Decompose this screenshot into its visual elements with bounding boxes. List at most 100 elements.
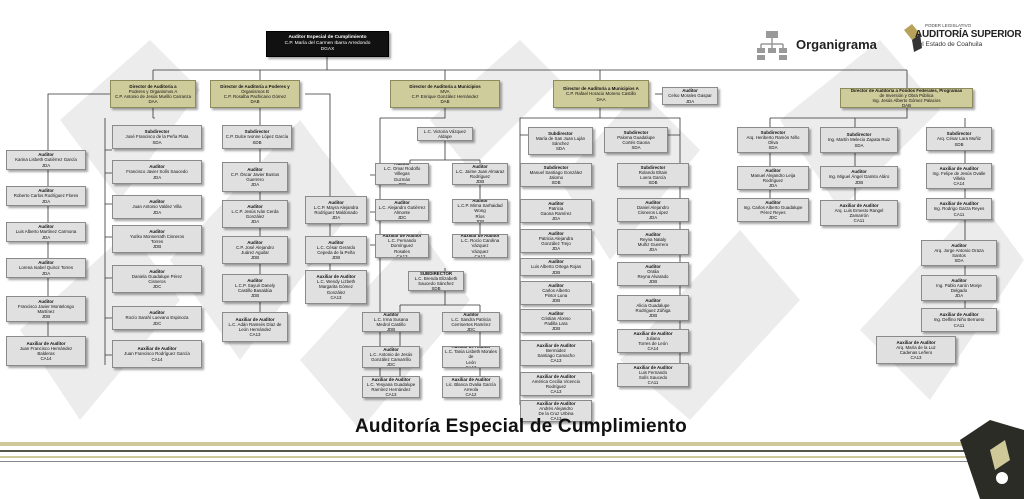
- node-name: Rodríguez Zúñiga: [635, 308, 671, 313]
- node-role: Auditor: [851, 169, 867, 175]
- node-code: DAB: [901, 103, 912, 108]
- node-role: Auditor: [38, 260, 54, 266]
- node-role: Auditor: [38, 152, 54, 158]
- node-name: Reyna Alvarado: [637, 274, 669, 279]
- node-code: JDA: [41, 234, 51, 240]
- node-role: Auditor: [328, 199, 344, 205]
- node-name: Cisneros López: [637, 210, 669, 215]
- node-role: Auditor: [951, 242, 967, 248]
- node-role: Auxiliar de Auditor: [896, 339, 936, 345]
- node-code: JDB: [397, 181, 407, 185]
- node-name: Jalomo: [548, 175, 564, 180]
- node-role: Auxiliar de Auditor: [536, 400, 576, 406]
- node-role: Auditor: [38, 224, 54, 230]
- node-name: Cadenas Leñero: [899, 350, 933, 355]
- node-role: Auxiliar de Auditor: [536, 342, 576, 348]
- node-code: DAA: [148, 99, 158, 105]
- node-role: Auditor: [472, 163, 488, 169]
- node-code: CA13: [550, 358, 562, 364]
- node-code: DGAX: [320, 46, 335, 52]
- node-name: Arq. Luis Ernesto Rangel: [834, 207, 884, 213]
- node-name: C.P. Antonio de Jesús Murillo Carranza: [114, 94, 192, 99]
- stripe-3: [0, 456, 1024, 458]
- node-name: L.C. Omar Rodolfo Villegas: [383, 166, 421, 177]
- node-code: JDB: [551, 326, 561, 332]
- asf-state: del Estado de Coahuila: [915, 41, 983, 48]
- node-name: L.C. Sandra Patricia: [451, 316, 491, 322]
- node-code: DAB: [440, 99, 450, 105]
- node-role: Auditor: [472, 199, 488, 203]
- node-role: Auxiliar de Auditor: [939, 201, 979, 207]
- node-code: JDB: [854, 179, 864, 185]
- node-name: C.P. Rafael Horacio Moreno Castillo: [566, 91, 636, 97]
- node-code: JDB: [250, 293, 260, 299]
- node-name: L.C. César Gerardo: [316, 244, 356, 250]
- node-role: Director de Auditoría a Fondos Federales…: [850, 88, 963, 93]
- node-role: Auditor: [149, 310, 165, 316]
- node-name: L.C. Irma Susana: [373, 316, 409, 322]
- node-code: CA11: [853, 218, 865, 224]
- node-code: JDB: [331, 255, 341, 261]
- node-name: Ing. Martín Melecio Zapata Ruiz: [827, 137, 891, 143]
- node-name: María de San Juan Luján: [535, 135, 586, 141]
- node-code: SDA: [854, 142, 864, 148]
- node-name: L.C.P. Mirna Sarhaidad Wong: [457, 203, 503, 214]
- node-name: Cisneros: [148, 279, 166, 284]
- node-name: Ing. Rodrigo Garza Reyes: [933, 206, 985, 212]
- node-role: Auditor: [38, 298, 54, 304]
- node-code: CA12: [474, 253, 486, 258]
- node-name: Ramírez Hernández: [371, 387, 411, 392]
- node-code: JDA: [250, 219, 260, 225]
- node-code: SDB: [954, 141, 964, 147]
- node-role: Auxiliar de Auditor: [26, 340, 66, 346]
- node-name: Francisco Javier Montelongo: [17, 303, 75, 309]
- node-code: SDA: [631, 145, 641, 151]
- node-role: Auditor: [383, 346, 399, 352]
- node-name: Medrol Castillo: [376, 322, 406, 327]
- node-code: CA14: [647, 346, 659, 352]
- stripe-4: [0, 461, 1024, 462]
- node-name: Torres de León: [638, 341, 668, 346]
- node-role: Auxiliar de Auditor: [235, 316, 275, 322]
- node-code: JDB: [551, 298, 561, 304]
- stripe-2: [0, 450, 1024, 452]
- node-code: CA14: [953, 181, 965, 187]
- node-role: Auditor: [645, 297, 661, 303]
- node-name: L.C. Jaime Juan Almaraz: [455, 168, 505, 174]
- node-code: JDA: [551, 246, 561, 252]
- node-role: Auditor: [548, 200, 564, 206]
- node-code: JDB: [152, 244, 162, 250]
- node-name: Rosales: [394, 248, 410, 254]
- node-role: Auxiliar de Auditor: [371, 376, 411, 382]
- node-code: DAA: [596, 96, 606, 102]
- node-code: SDA: [768, 145, 778, 151]
- node-role: Auditor: [247, 166, 263, 172]
- node-name: L.C. Alejandro Gutiérrez: [378, 204, 426, 210]
- stripe-1: [0, 442, 1024, 446]
- node-code: SDA: [152, 139, 162, 145]
- node-role: Auxiliar de Auditor: [460, 234, 500, 238]
- node-name: Andrés Alejandro: [539, 405, 573, 411]
- node-name: Karina Lisbeth Gutiérrez García: [15, 157, 77, 163]
- node-code: SDB: [551, 180, 561, 186]
